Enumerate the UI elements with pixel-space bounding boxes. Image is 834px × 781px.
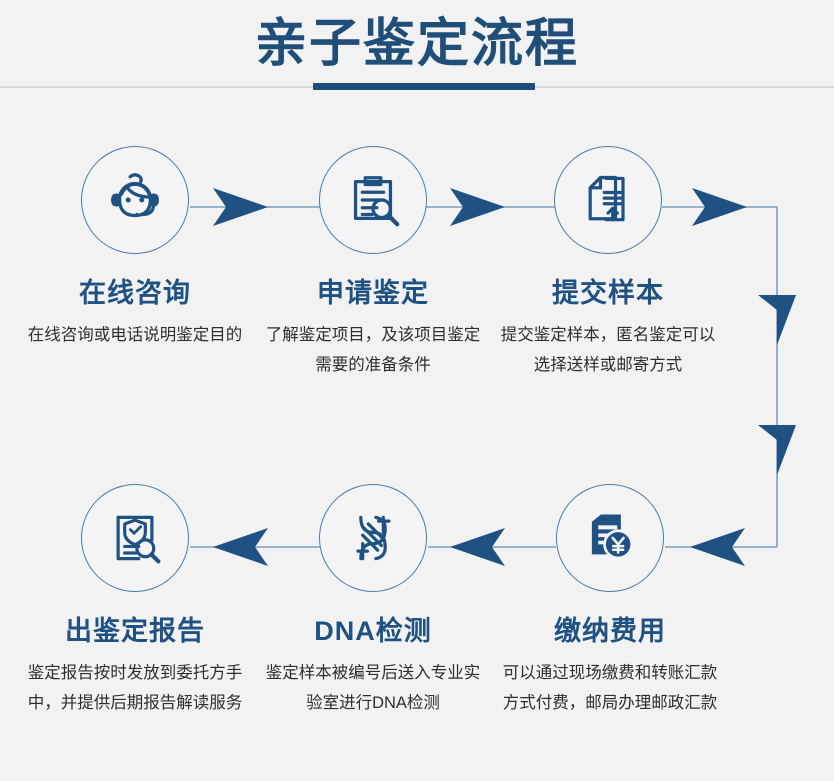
step-title: DNA检测 — [314, 616, 432, 646]
step-description: 在线咨询或电话说明鉴定目的 — [27, 326, 243, 344]
flow-step-payment[interactable]: 缴纳费用 可以通过现场缴费和转账汇款方式付费，邮局办理邮政汇款 — [490, 484, 730, 718]
step-title: 申请鉴定 — [317, 278, 429, 308]
document-upload-icon — [578, 170, 638, 230]
flow-step-report[interactable]: 出鉴定报告 鉴定报告按时发放到委托方手中，并提供后期报告解读服务 — [15, 484, 255, 718]
customer-service-headset-icon — [104, 169, 166, 231]
step-icon-circle — [81, 146, 189, 254]
page-title: 亲子鉴定流程 — [254, 15, 579, 73]
flow-step-online-consult[interactable]: 在线咨询 在线咨询或电话说明鉴定目的 — [15, 146, 255, 350]
invoice-yuan-icon — [581, 509, 639, 567]
step-icon-circle — [554, 146, 662, 254]
dna-helix-icon — [343, 508, 403, 568]
step-icon-circle — [319, 484, 427, 592]
step-title: 缴纳费用 — [554, 616, 666, 646]
arrow-right-rail-down-lower — [758, 425, 796, 475]
step-title: 出鉴定报告 — [65, 616, 205, 646]
arrow-right-rail-down-upper — [758, 295, 796, 345]
step-description: 鉴定报告按时发放到委托方手中，并提供后期报告解读服务 — [27, 664, 243, 712]
header-accent-bar — [313, 83, 535, 90]
clipboard-magnifier-icon — [342, 169, 404, 231]
step-icon-circle — [81, 484, 189, 592]
flow-step-submit-sample[interactable]: 提交样本 提交鉴定样本，匿名鉴定可以选择送样或邮寄方式 — [488, 146, 728, 380]
step-icon-circle — [319, 146, 427, 254]
step-title: 提交样本 — [552, 278, 664, 308]
report-shield-magnifier-icon — [105, 508, 165, 568]
flow-step-dna-test[interactable]: DNA检测 鉴定样本被编号后送入专业实验室进行DNA检测 — [253, 484, 493, 718]
step-description: 了解鉴定项目，及该项目鉴定需要的准备条件 — [265, 326, 481, 374]
step-description: 鉴定样本被编号后送入专业实验室进行DNA检测 — [265, 664, 481, 712]
step-description: 提交鉴定样本，匿名鉴定可以选择送样或邮寄方式 — [500, 326, 716, 374]
step-title: 在线咨询 — [79, 278, 191, 308]
step-icon-circle — [556, 484, 664, 592]
flow-step-apply[interactable]: 申请鉴定 了解鉴定项目，及该项目鉴定需要的准备条件 — [253, 146, 493, 380]
page-header: 亲子鉴定流程 — [0, 0, 834, 90]
step-description: 可以通过现场缴费和转账汇款方式付费，邮局办理邮政汇款 — [502, 664, 718, 712]
